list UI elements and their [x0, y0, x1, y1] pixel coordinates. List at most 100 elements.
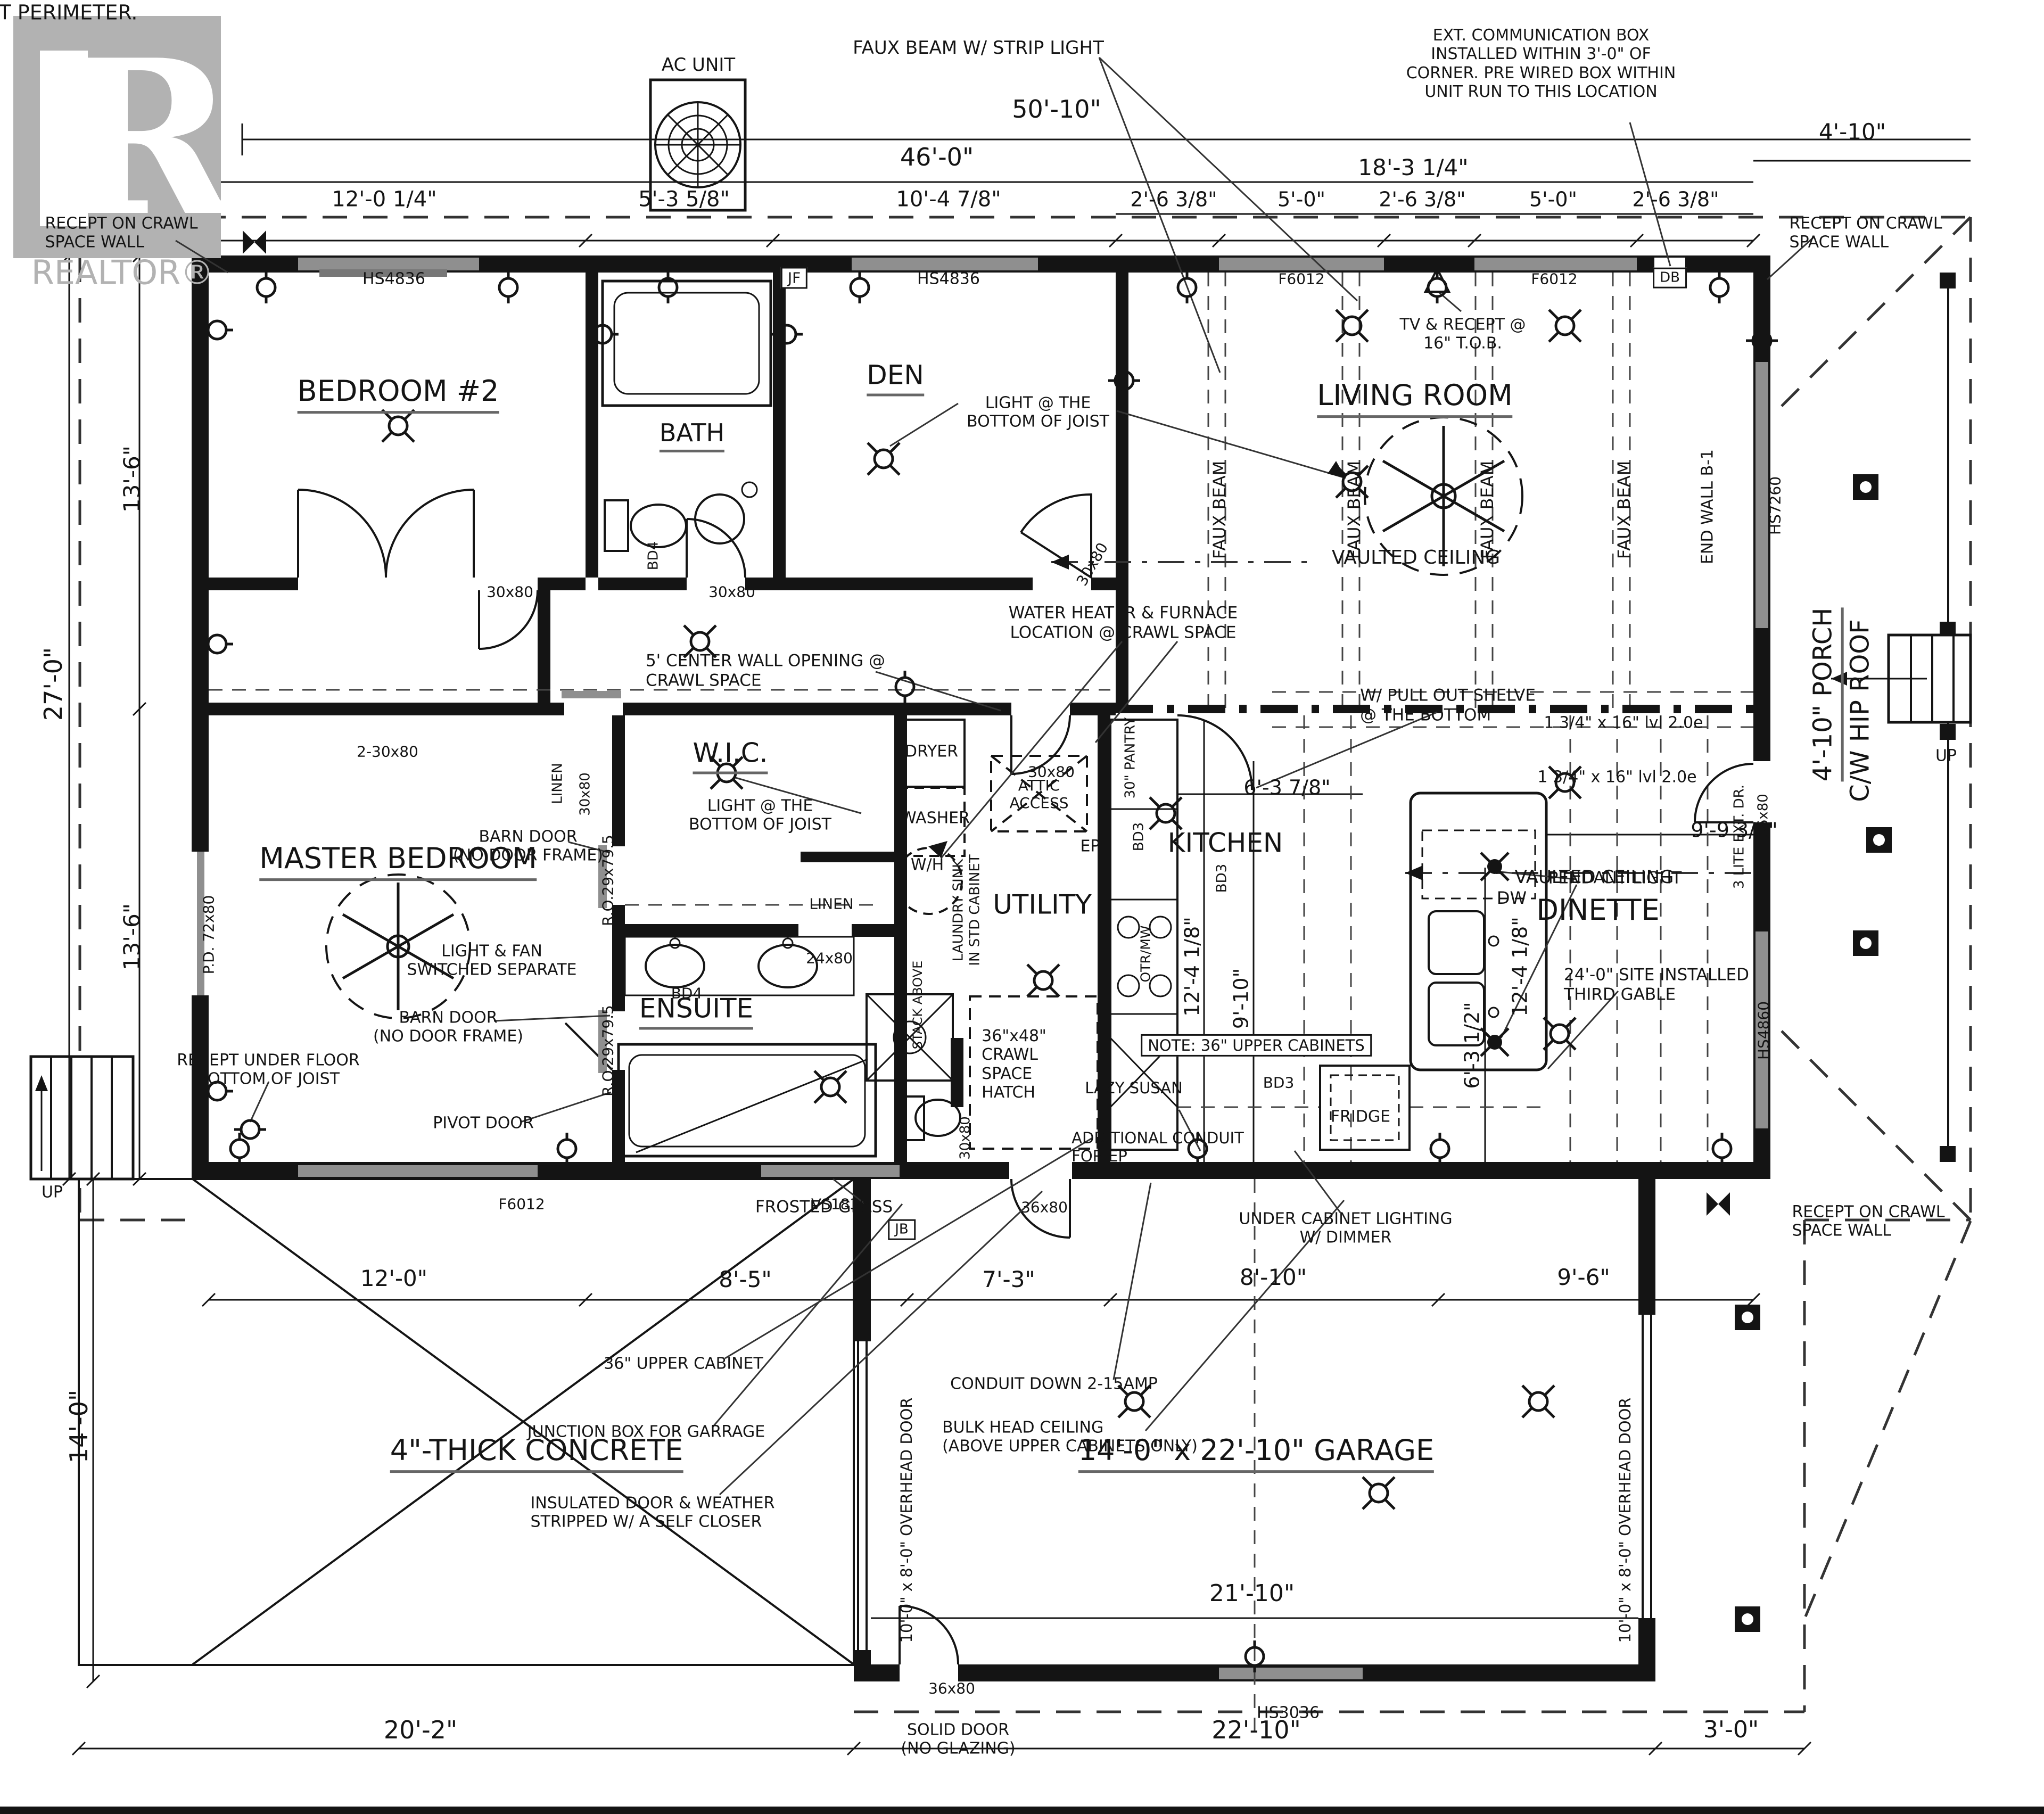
mid-annotations-label: PIVOT DOOR: [433, 1114, 534, 1133]
mid-annotations-label: R.O.29x79.5: [599, 835, 617, 926]
dim-13-6-lower: 13'-6": [119, 903, 145, 971]
vaulted-dashdot: [1051, 561, 1753, 874]
kitchen-labels-label: UNDER CABINET LIGHTING W/ DIMMER: [1239, 1209, 1453, 1247]
window-door-tags-label: HS4860: [1754, 1001, 1773, 1060]
mid-annotations-label: 30x80: [577, 772, 594, 816]
room-den: DEN: [867, 360, 924, 397]
mid-annotations-label: 30x80: [708, 583, 755, 601]
room-porch: 4'-10" PORCH: [1808, 607, 1844, 782]
dim-21-10: 21'-10": [1209, 1580, 1295, 1607]
dim-5-0-a: 5'-0": [1278, 187, 1325, 211]
room-kitchen: KITCHEN: [1167, 827, 1283, 859]
left-stairs: [29, 1055, 135, 1181]
kitchen-labels-label: ADDITIONAL CONDUIT FOR EP: [1072, 1128, 1244, 1165]
kitchen-labels-label: BD3: [1263, 1074, 1295, 1092]
dim-2-6-3-8-b: 2'-6 3/8": [1379, 187, 1466, 211]
window-door-tags-label: DB: [1653, 267, 1687, 288]
garage-annotations-label: BULK HEAD CEILING (ABOVE UPPER CABINETS …: [942, 1418, 1198, 1456]
mid-annotations-label: R.O.29x79.5: [599, 1005, 617, 1096]
ceiling-labels-label: VAULTED CEILING: [1331, 546, 1501, 568]
mid-annotations-label: BARN DOOR (NO DOOR FRAME): [453, 827, 603, 865]
window-door-tags-label: HS4836: [917, 269, 980, 288]
roof-overhang-dashed: [78, 216, 1972, 1713]
ceiling-labels-label: VAULTED CEILING: [1514, 866, 1674, 888]
kitchen-labels-label: 6'-3 7/8": [1243, 776, 1331, 799]
leader-lines: [175, 56, 1815, 1496]
mid-annotations-label: LAUNDRY SINK IN STD CABINET: [950, 854, 983, 966]
dim-50-10: 50'-10": [1012, 94, 1101, 123]
mid-annotations-label: DRYER: [904, 742, 959, 761]
mid-annotations-label: 24x80: [806, 949, 853, 967]
dim-5-0-b: 5'-0": [1529, 187, 1577, 211]
barn-door-sliders: [319, 269, 621, 1073]
leader-arrow-2: [928, 841, 947, 858]
garage-annotations-label: 36" UPPER CABINET: [604, 1354, 763, 1373]
ceiling-labels-label: FAUX BEAM: [1344, 460, 1365, 559]
kitchen-labels-label: 6'-3 1/2": [1460, 1002, 1484, 1089]
garage-annotations-label: JUNCTION BOX FOR GARRAGE: [527, 1422, 765, 1441]
garage-annotations-label: UP: [41, 1183, 63, 1202]
window-door-tags-label: END WALL B-1: [1698, 449, 1717, 565]
ceiling-labels-label: 1 3/4" x 16" lvl 2.0e: [1544, 713, 1703, 732]
garage-annotations-label: 10'-0" x 8'-0" OVERHEAD DOOR: [897, 1397, 916, 1643]
dim-20-2: 20'-2": [383, 1715, 458, 1744]
kitchen-labels-label: BD3: [1131, 822, 1147, 852]
kitchen-labels-label: 9'-9 3/8": [1691, 818, 1778, 842]
room-dinette: DINETTE: [1536, 893, 1660, 927]
vaulted-arrow: [1051, 555, 1069, 570]
window-door-tags-label: JB: [888, 1219, 916, 1240]
mid-annotations-label: BD4: [645, 541, 662, 571]
leader-arrow: [1328, 461, 1346, 478]
mid-annotations-label: STACK ABOVE: [910, 960, 925, 1050]
room-ensuite: ENSUITE: [639, 993, 754, 1030]
room-master: MASTER BEDROOM: [259, 842, 537, 881]
bath-fixtures: [601, 279, 772, 552]
mid-annotations-label: 2-30x80: [357, 743, 418, 761]
mid-annotations-label: 30x80: [487, 583, 533, 601]
construction-dashed: [209, 273, 1753, 1735]
dim-12-0-1-4: 12'-0 1/4": [332, 187, 437, 212]
ac-unit-label: AC UNIT: [661, 54, 736, 76]
concrete-pad: [78, 1178, 855, 1666]
recept-crawl-top-right: RECEPT ON CRAWL SPACE WALL: [1789, 214, 1942, 252]
window-door-tags-label: 36x80: [1021, 1198, 1068, 1216]
kitchen-labels-label: DW: [1496, 888, 1527, 909]
dim-46-0: 46'-0": [900, 142, 974, 171]
ceiling-labels-label: FAUX BEAM: [1614, 460, 1635, 559]
window-door-tags-label: VS1836: [811, 1195, 869, 1213]
room-living: LIVING ROOM: [1317, 378, 1513, 418]
ceiling-labels-label: 1 3/4" x 16" lvl 2.0e: [1537, 768, 1697, 787]
room-bedroom-2: BEDROOM #2: [297, 374, 499, 414]
kitchen-labels-label: 12'-4 1/8": [1508, 917, 1532, 1017]
garage-annotations-label: INSULATED DOOR & WEATHER STRIPPED W/ A S…: [530, 1494, 775, 1531]
dim-8-5: 8'-5": [719, 1266, 772, 1293]
ceiling-labels-label: 24'-0" SITE INSTALLED THIRD GABLE: [1564, 965, 1749, 1004]
ac-unit: [649, 78, 747, 212]
window-door-tags-label: F6012: [498, 1195, 545, 1213]
mid-annotations-label: 30x80: [1028, 763, 1075, 781]
garage-annotations-label: CONDUIT DOWN 2-15AMP: [950, 1374, 1158, 1394]
concrete-pad-label: 4"-THICK CONCRETE: [390, 1433, 683, 1473]
garage-annotations-label: UP: [1935, 746, 1957, 765]
wall-break-bottom: [1707, 1192, 1730, 1216]
mid-annotations-label: LIGHT & FAN SWITCHED SEPARATE: [407, 942, 577, 979]
dim-2-6-3-8-a: 2'-6 3/8": [1130, 187, 1217, 211]
mid-annotations-label: 30x80: [957, 1116, 974, 1160]
dim-10-4-7-8: 10'-4 7/8": [896, 187, 1001, 212]
kitchen-labels-label: OTR/MW: [1138, 925, 1153, 983]
dimension-lines: [62, 123, 1971, 1756]
mid-annotations-label: BD4: [671, 984, 703, 1002]
tv-triangle-symbol: [1423, 266, 1451, 293]
kitchen-labels-label: 12'-4 1/8": [1180, 917, 1204, 1017]
page-edge: [0, 1807, 2044, 1814]
dim-5-3-5-8: 5'-3 5/8": [638, 187, 730, 212]
room-wic: W.I.C.: [693, 738, 768, 774]
kitchen-labels-label: RECEPT ON CRAWL SPACE WALL: [1792, 1202, 1945, 1240]
mid-annotations-label: LINEN: [549, 763, 566, 804]
dim-7-3: 7'-3": [982, 1266, 1035, 1293]
ceiling-labels-label: FAUX BEAM: [1209, 460, 1230, 559]
kitchen-labels-label: BD3: [1214, 863, 1230, 893]
realtor-watermark: REALTOR®: [31, 253, 214, 292]
room-utility: UTILITY: [993, 889, 1092, 920]
